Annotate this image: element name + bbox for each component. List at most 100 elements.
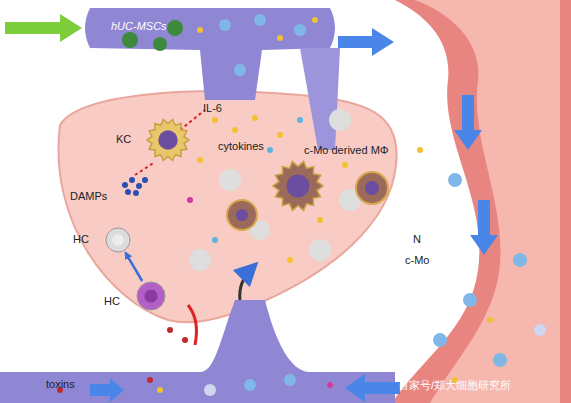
cell-nucleus xyxy=(144,289,157,302)
node-label: HC xyxy=(73,233,89,245)
illustration-circle xyxy=(142,177,148,183)
cell-body xyxy=(147,120,189,161)
illustration-path xyxy=(188,305,196,345)
illustration-path xyxy=(415,0,560,403)
illustration-circle xyxy=(433,333,447,347)
illustration-path xyxy=(5,14,82,42)
transition-arrow xyxy=(126,253,143,281)
illustration-path xyxy=(338,28,394,56)
node-label: HC xyxy=(104,295,120,307)
illustration-circle xyxy=(254,14,266,26)
illustration-circle xyxy=(244,379,256,391)
illustration-circle xyxy=(212,237,218,243)
illustration-circle xyxy=(329,109,351,131)
annotation-label: DAMPs xyxy=(70,190,107,202)
illustration-path xyxy=(345,374,400,402)
illustration-circle xyxy=(136,183,142,189)
portal-vessel xyxy=(0,8,395,403)
illustration-circle xyxy=(122,32,138,48)
illustration-circle xyxy=(267,147,273,153)
illustration-circle xyxy=(463,293,477,307)
cell-shape xyxy=(272,160,324,212)
illustration-circle xyxy=(309,239,331,261)
cell-nucleus xyxy=(287,175,310,198)
cell-shape xyxy=(136,281,166,311)
illustration-path xyxy=(135,162,155,175)
annotation-label: IL-6 xyxy=(203,102,222,114)
illustration-circle xyxy=(219,19,231,31)
illustration-circle xyxy=(487,317,493,323)
annotation-label: cytokines xyxy=(218,140,264,152)
illustration-circle xyxy=(277,35,283,41)
illustration-circle xyxy=(234,64,246,76)
illustration-path xyxy=(392,0,571,403)
illustration-path xyxy=(180,110,205,130)
illustration-circle xyxy=(448,173,462,187)
illustration-circle xyxy=(153,37,167,51)
illustration-circle xyxy=(493,353,507,367)
illustration-path xyxy=(240,268,252,300)
illustration-circle xyxy=(187,197,193,203)
annotation-label: toxins xyxy=(46,378,75,390)
node-label: hUC-MSCs xyxy=(111,20,167,32)
illustration-circle xyxy=(513,253,527,267)
illustration-path xyxy=(0,300,395,403)
illustration-circle xyxy=(417,147,423,153)
flow-arrows xyxy=(5,14,498,402)
illustration-circle xyxy=(277,132,283,138)
cell-nucleus xyxy=(112,234,123,245)
blood-vessel xyxy=(392,0,571,403)
cell-shape xyxy=(105,227,131,253)
cell-nucleus xyxy=(158,130,177,149)
illustration-circle xyxy=(317,217,323,223)
illustration-circle xyxy=(232,127,238,133)
illustration-circle xyxy=(197,157,203,163)
illustration-circle xyxy=(147,377,153,383)
cell-body xyxy=(106,228,130,252)
illustration-circle xyxy=(219,169,241,191)
kupffer-cell: KC xyxy=(146,118,190,162)
illustration-circle xyxy=(122,182,128,188)
illustration-path xyxy=(90,378,124,402)
annotation-label: c-Mo xyxy=(405,254,429,266)
illustration-circle xyxy=(212,117,218,123)
illustration-circle xyxy=(204,384,216,396)
illustration-circle xyxy=(167,20,183,36)
illustration-circle xyxy=(356,172,388,204)
illustration-circle xyxy=(189,249,211,271)
illustration-circle xyxy=(534,324,546,336)
illustration-circle xyxy=(167,327,173,333)
liver xyxy=(58,91,396,322)
illustration-circle xyxy=(129,177,135,183)
node-label: c-Mo derived MΦ xyxy=(304,144,389,156)
cell-body xyxy=(137,282,165,310)
node-label: KC xyxy=(116,133,131,145)
illustration-circle xyxy=(197,27,203,33)
cytokine-dots xyxy=(57,17,493,393)
macrophage-cell: c-Mo derived MΦ xyxy=(272,160,324,212)
illustration-circle xyxy=(287,257,293,263)
illustration-path xyxy=(85,8,335,100)
illustration-circle xyxy=(182,337,188,343)
illustration-path xyxy=(58,91,396,322)
illustration-circle xyxy=(252,115,258,121)
vessel-band: hUC-MSCs xyxy=(97,10,327,46)
illustration-circle xyxy=(133,190,139,196)
illustration-circle xyxy=(342,162,348,168)
cells xyxy=(122,14,546,396)
hepatocyte: HC xyxy=(136,281,166,311)
watermark: 百家号/郑大细胞研究所 xyxy=(398,378,511,393)
illustration-path xyxy=(454,95,482,150)
illustration-circle xyxy=(312,17,318,23)
illustration-path xyxy=(470,200,498,255)
illustration-circle xyxy=(284,374,296,386)
illustration-circle xyxy=(365,181,379,195)
illustration-circle xyxy=(125,189,131,195)
hepatocyte: HC xyxy=(105,227,131,253)
illustration-circle xyxy=(294,24,306,36)
illustration-circle xyxy=(236,209,248,221)
illustration-circle xyxy=(157,387,163,393)
illustration-circle xyxy=(327,382,333,388)
illustration-circle xyxy=(227,200,257,230)
